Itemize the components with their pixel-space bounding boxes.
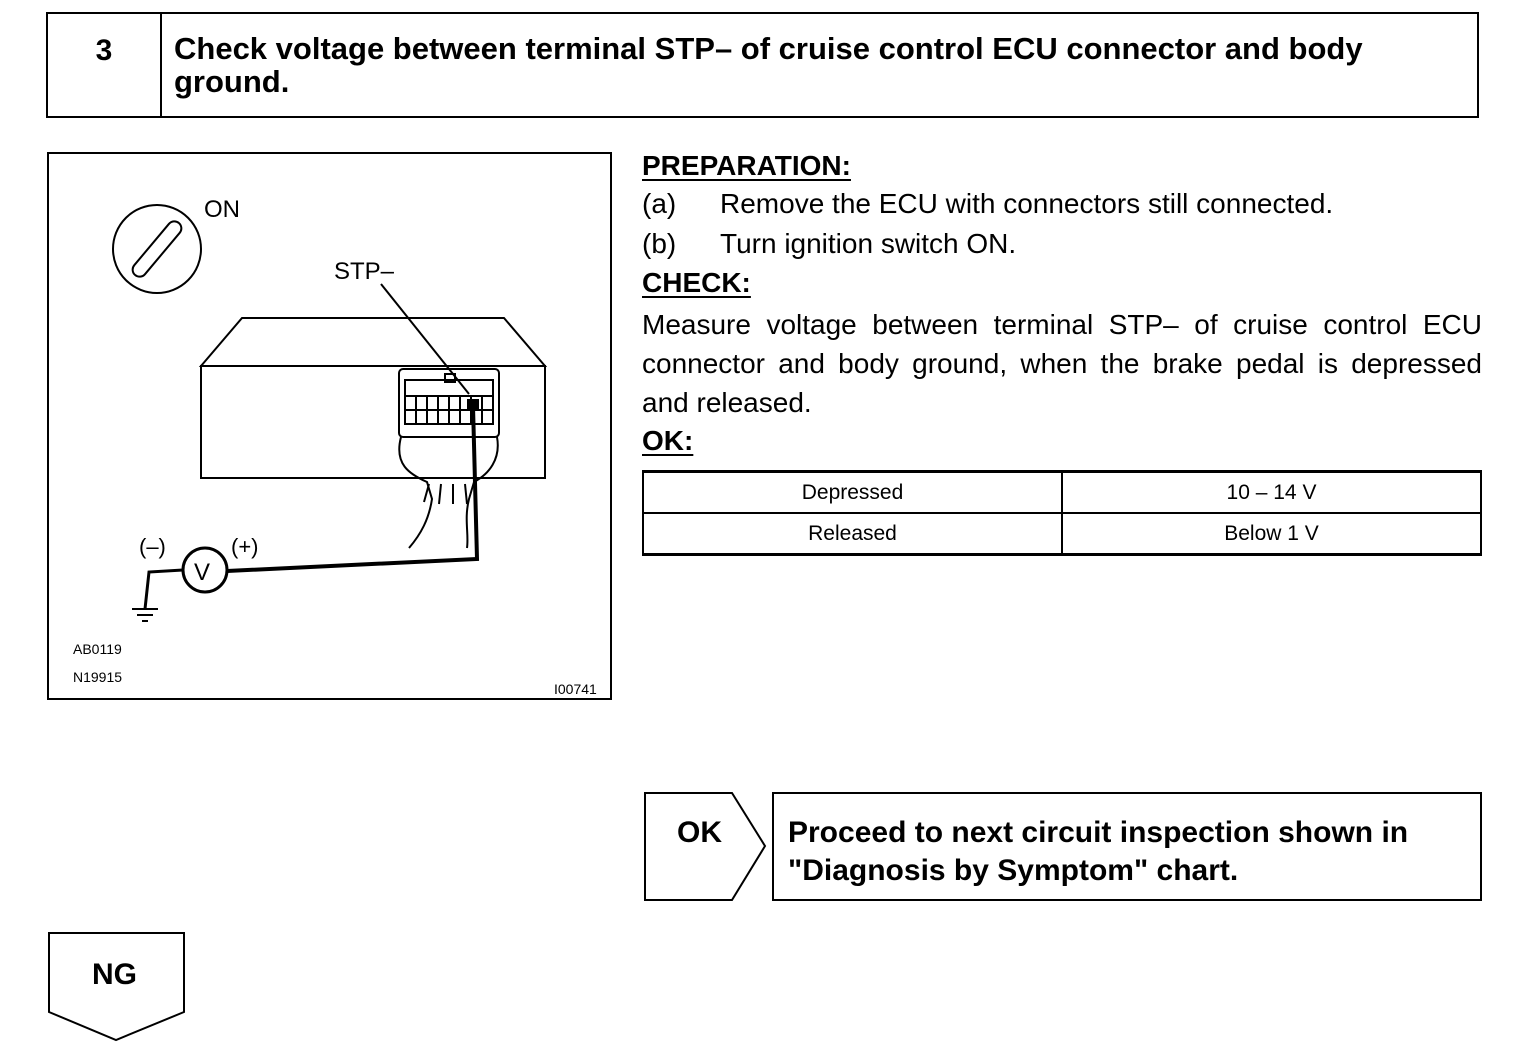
ignition-switch-icon [112,204,202,294]
ecu-box [198,317,548,479]
voltmeter-label: V [194,559,210,586]
wiring-illustration: ON [47,152,612,700]
right-arrow-shape: OK [644,792,767,901]
value-cell: 10 – 14 V [1061,470,1482,514]
preparation-marker-b: (b) [642,228,677,259]
ok-arrow-box: OK [644,792,768,907]
ng-arrow-box: NG [48,932,188,1049]
table-row: Depressed 10 – 14 V [642,470,1482,514]
wire-harness [398,436,499,549]
down-arrow-shape: NG [48,932,185,1042]
ok-result-text: Proceed to next circuit inspection shown… [788,816,1409,887]
stp-terminal [467,399,479,411]
plus-label: (+) [231,534,259,559]
step-title: Check voltage between terminal STP– of c… [174,31,1363,99]
preparation-marker-a: (a) [642,188,677,219]
ecu-connector-icon [398,368,500,438]
condition-cell: Released [642,512,1063,556]
preparation-text-a: Remove the ECU with connectors still con… [720,188,1334,219]
minus-label: (–) [139,534,166,559]
check-text: Measure voltage between terminal STP– of… [642,309,1482,418]
preparation-heading: PREPARATION: [642,150,851,181]
illustration-drawing: ON [73,196,597,697]
step-number: 3 [48,14,162,116]
ok-result-box: Proceed to next circuit inspection shown… [772,792,1482,901]
preparation-item-b: (b) Turn ignition switch ON. [642,228,1016,260]
check-heading: CHECK: [642,267,751,298]
table-row: Released Below 1 V [642,512,1482,556]
preparation-item-a: (a) Remove the ECU with connectors still… [642,188,1333,220]
ok-heading: OK: [642,425,694,456]
figure-code-3: I00741 [554,681,597,697]
on-label: ON [204,196,240,223]
preparation-text-b: Turn ignition switch ON. [720,228,1017,259]
step-header: 3 Check voltage between terminal STP– of… [46,12,1479,118]
stp-label: STP– [334,258,395,285]
ground-icon [132,608,158,622]
condition-cell: Depressed [642,470,1063,514]
figure-code-1: AB0119 [73,641,122,657]
value-cell: Below 1 V [1061,512,1482,556]
ng-label: NG [92,958,137,991]
ok-label: OK [677,816,722,849]
ok-spec-table: Depressed 10 – 14 V Released Below 1 V [642,470,1482,556]
figure-code-2: N19915 [73,669,122,685]
